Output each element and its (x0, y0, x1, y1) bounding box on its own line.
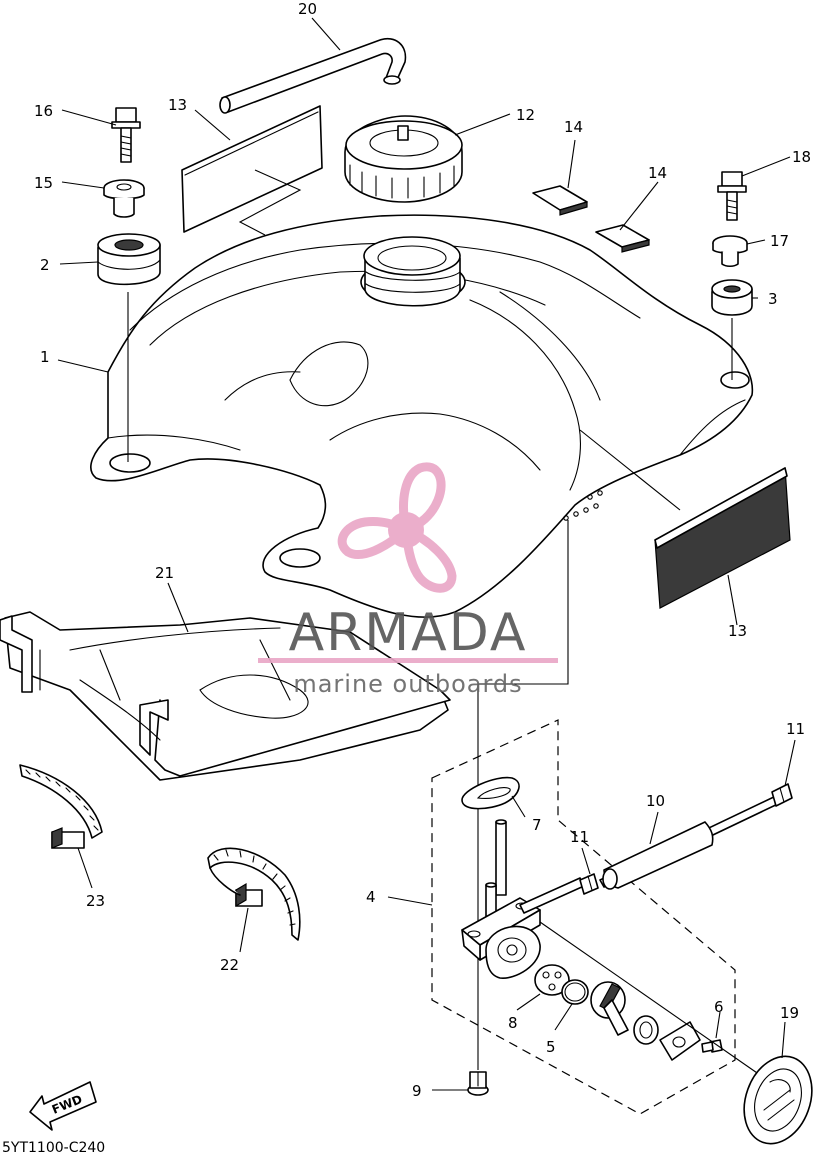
damper-14a (532, 185, 588, 216)
callout-6: 6 (714, 998, 724, 1016)
callout-3: 3 (768, 290, 778, 308)
callout-14a: 14 (564, 118, 583, 136)
clip-11b (771, 783, 793, 807)
callout-2: 2 (40, 256, 50, 274)
bolt-18 (717, 171, 747, 221)
callout-21: 21 (155, 564, 174, 582)
bolt-16 (111, 107, 141, 163)
fuel-pipe (599, 794, 783, 890)
callout-7: 7 (532, 816, 542, 834)
grommet-2 (97, 233, 161, 286)
callout-5: 5 (546, 1038, 556, 1056)
fuel-tank (90, 214, 754, 618)
collar-15 (103, 179, 145, 218)
callout-17: 17 (770, 232, 789, 250)
tank-tray (0, 611, 451, 781)
callout-15: 15 (34, 174, 53, 192)
band-22 (207, 847, 301, 941)
armada-logo (337, 462, 457, 593)
fwd-arrow-icon: FWD (29, 1081, 97, 1131)
fuel-cock-gasket-8 (534, 964, 570, 996)
callout-20: 20 (298, 0, 317, 18)
breather-hose (219, 38, 407, 114)
watermark-tagline: marine outboards (293, 670, 522, 698)
band-23 (19, 764, 103, 849)
callout-22: 22 (220, 956, 239, 974)
watermark-brand: ARMADA (289, 603, 528, 663)
fuel-cock-plate (659, 1021, 701, 1061)
fuel-cock-lever (590, 981, 629, 1036)
leader-lines (57, 17, 796, 1091)
damper-14b (595, 224, 650, 253)
callout-13a: 13 (168, 96, 187, 114)
fuel-cock-knob (743, 1055, 813, 1145)
grommet-3 (711, 279, 753, 316)
callout-11b: 11 (570, 828, 589, 846)
callout-8: 8 (508, 1014, 518, 1032)
watermark: ARMADA marine outboards (258, 462, 558, 698)
fuel-cock-body (461, 819, 585, 979)
collar-17 (712, 235, 748, 268)
fuel-cock-gasket (461, 776, 520, 810)
screw-9 (467, 1071, 489, 1096)
callout-10: 10 (646, 792, 665, 810)
fuel-cock-seal (633, 1015, 659, 1045)
reference-code: 5YT1100-C240 (2, 1140, 105, 1156)
callout-4: 4 (366, 888, 376, 906)
tank-pad-front (181, 105, 323, 233)
fuel-cock-assembly-outline (431, 719, 736, 1115)
o-ring-5 (561, 979, 589, 1005)
callout-13b: 13 (728, 622, 747, 640)
clip-11a (579, 873, 599, 895)
callout-23: 23 (86, 892, 105, 910)
screw-6 (701, 1039, 723, 1053)
callout-12: 12 (516, 106, 535, 124)
callout-labels: 1 2 3 4 5 6 7 8 9 10 11 11 12 13 13 14 1… (34, 0, 811, 1100)
callout-18: 18 (792, 148, 811, 166)
callout-1: 1 (40, 348, 50, 366)
callout-19: 19 (780, 1004, 799, 1022)
tank-pad-rear (654, 467, 791, 609)
callout-16: 16 (34, 102, 53, 120)
tank-cap (344, 115, 463, 203)
callout-14b: 14 (648, 164, 667, 182)
callout-11a: 11 (786, 720, 805, 738)
callout-9: 9 (412, 1082, 422, 1100)
